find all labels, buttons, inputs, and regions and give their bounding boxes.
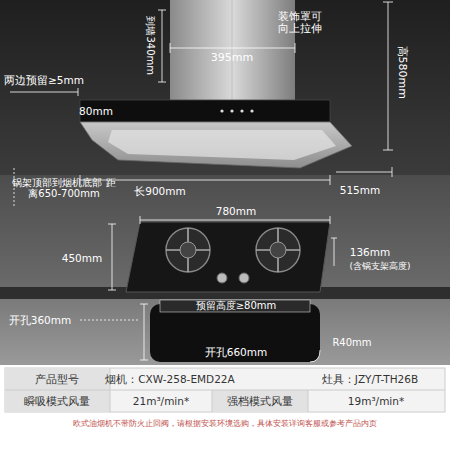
dimension-label: 两边预留≥5mm [4,74,84,86]
table-header: 产品型号 [35,373,79,385]
dimension-label: 开孔660mm [205,346,268,358]
table-cell: 21m³/min* [133,395,189,407]
dimension-label: 预留高度≥80mm [196,300,277,312]
dimension-label: 780mm [216,205,257,217]
dimension-label: 515mm [340,184,381,196]
dimension-label: 高580mm [396,45,409,98]
table-cell: 灶具：JZY/T-TH26B [322,373,418,385]
table-header: 强档模式风量 [227,395,293,407]
table-cell: 烟机：CXW-258-EMD22A [105,373,234,385]
dimension-note: (含锅支架高度) [349,261,410,271]
dimension-label: R40mm [332,337,371,349]
dimension-label: 136mm [350,246,391,258]
dimension-label: 450mm [62,252,103,264]
dimension-label: 锅架顶部到烟机底部 距离650-700mm [8,177,120,200]
dimension-label: 80mm [79,105,113,117]
dimension-label: 开孔360mm [9,314,72,326]
dimension-label: 395mm [211,52,253,65]
table-cell: 19m³/min* [348,395,404,407]
dimension-label: 到墙340mm [144,17,156,76]
footnote: 欧式油烟机不带防火止回阀，请根据安装环境选购，具体安装详询客服或参考产品内页 [73,420,377,429]
dimension-label: 长900mm [134,185,186,197]
table-header: 瞬吸模式风量 [24,395,90,407]
note-label: 装饰罩可 向上拉伸 [278,10,332,34]
